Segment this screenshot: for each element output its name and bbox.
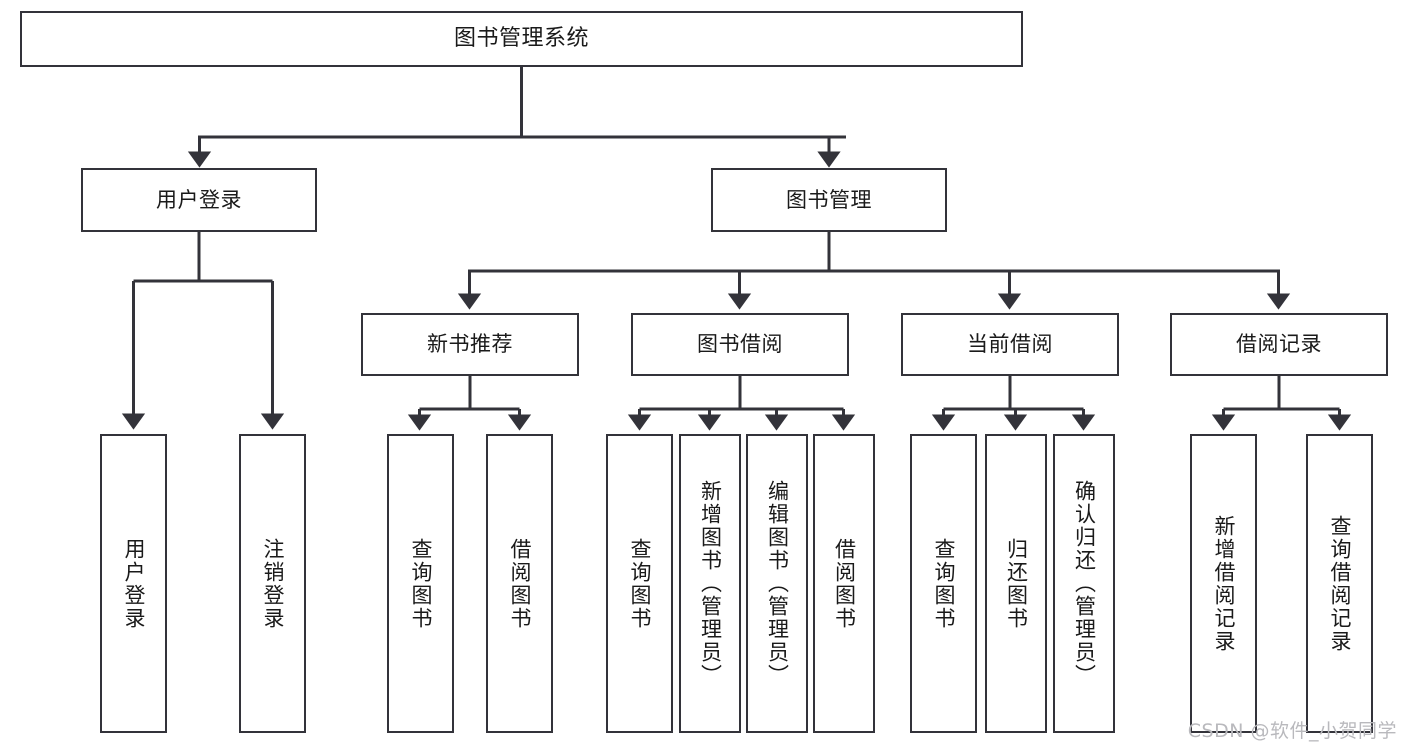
- node-label: 查询图书: [932, 537, 956, 630]
- node-book-borrow[interactable]: 图书借阅: [631, 313, 849, 376]
- csdn-watermark: CSDN @软件_小贺同学: [1187, 720, 1397, 742]
- node-label: 图书借阅: [697, 332, 783, 357]
- leaf-query-book-3[interactable]: 查询图书: [910, 434, 977, 733]
- leaf-borrow-book-1[interactable]: 借阅图书: [486, 434, 553, 733]
- node-label: 新增图书（管理员）: [698, 480, 723, 687]
- node-label: 查询图书: [628, 537, 652, 630]
- leaf-query-book-1[interactable]: 查询图书: [387, 434, 454, 733]
- node-label: 查询图书: [409, 537, 433, 630]
- leaf-query-record[interactable]: 查询借阅记录: [1306, 434, 1373, 733]
- node-label: 借阅记录: [1236, 332, 1322, 357]
- node-label: 确认归还（管理员）: [1072, 480, 1097, 687]
- node-label: 查询借阅记录: [1328, 514, 1352, 653]
- node-label: 借阅图书: [832, 537, 857, 630]
- leaf-user-login[interactable]: 用户登录: [100, 434, 167, 733]
- node-label: 归还图书: [1004, 537, 1029, 630]
- node-new-book-rec[interactable]: 新书推荐: [361, 313, 579, 376]
- node-label: 新增借阅记录: [1212, 514, 1236, 653]
- leaf-edit-book[interactable]: 编辑图书（管理员）: [746, 434, 808, 733]
- leaf-add-book[interactable]: 新增图书（管理员）: [679, 434, 741, 733]
- node-user-login[interactable]: 用户登录: [81, 168, 317, 232]
- node-label: 用户登录: [122, 537, 146, 630]
- node-label: 图书管理: [786, 187, 872, 212]
- node-book-manage[interactable]: 图书管理: [711, 168, 947, 232]
- node-label: 用户登录: [156, 187, 242, 212]
- node-label: 编辑图书（管理员）: [765, 480, 790, 687]
- node-root[interactable]: 图书管理系统: [20, 11, 1023, 67]
- leaf-confirm-return[interactable]: 确认归还（管理员）: [1053, 434, 1115, 733]
- leaf-borrow-book-2[interactable]: 借阅图书: [813, 434, 875, 733]
- leaf-return-book[interactable]: 归还图书: [985, 434, 1047, 733]
- node-label: 新书推荐: [427, 332, 513, 357]
- node-borrow-record[interactable]: 借阅记录: [1170, 313, 1388, 376]
- leaf-add-record[interactable]: 新增借阅记录: [1190, 434, 1257, 733]
- node-current-borrow[interactable]: 当前借阅: [901, 313, 1119, 376]
- leaf-query-book-2[interactable]: 查询图书: [606, 434, 673, 733]
- node-label: 注销登录: [261, 537, 285, 630]
- node-label: 借阅图书: [508, 537, 532, 630]
- node-label: 图书管理系统: [453, 26, 589, 52]
- node-label: 当前借阅: [967, 332, 1053, 357]
- leaf-user-logout[interactable]: 注销登录: [239, 434, 306, 733]
